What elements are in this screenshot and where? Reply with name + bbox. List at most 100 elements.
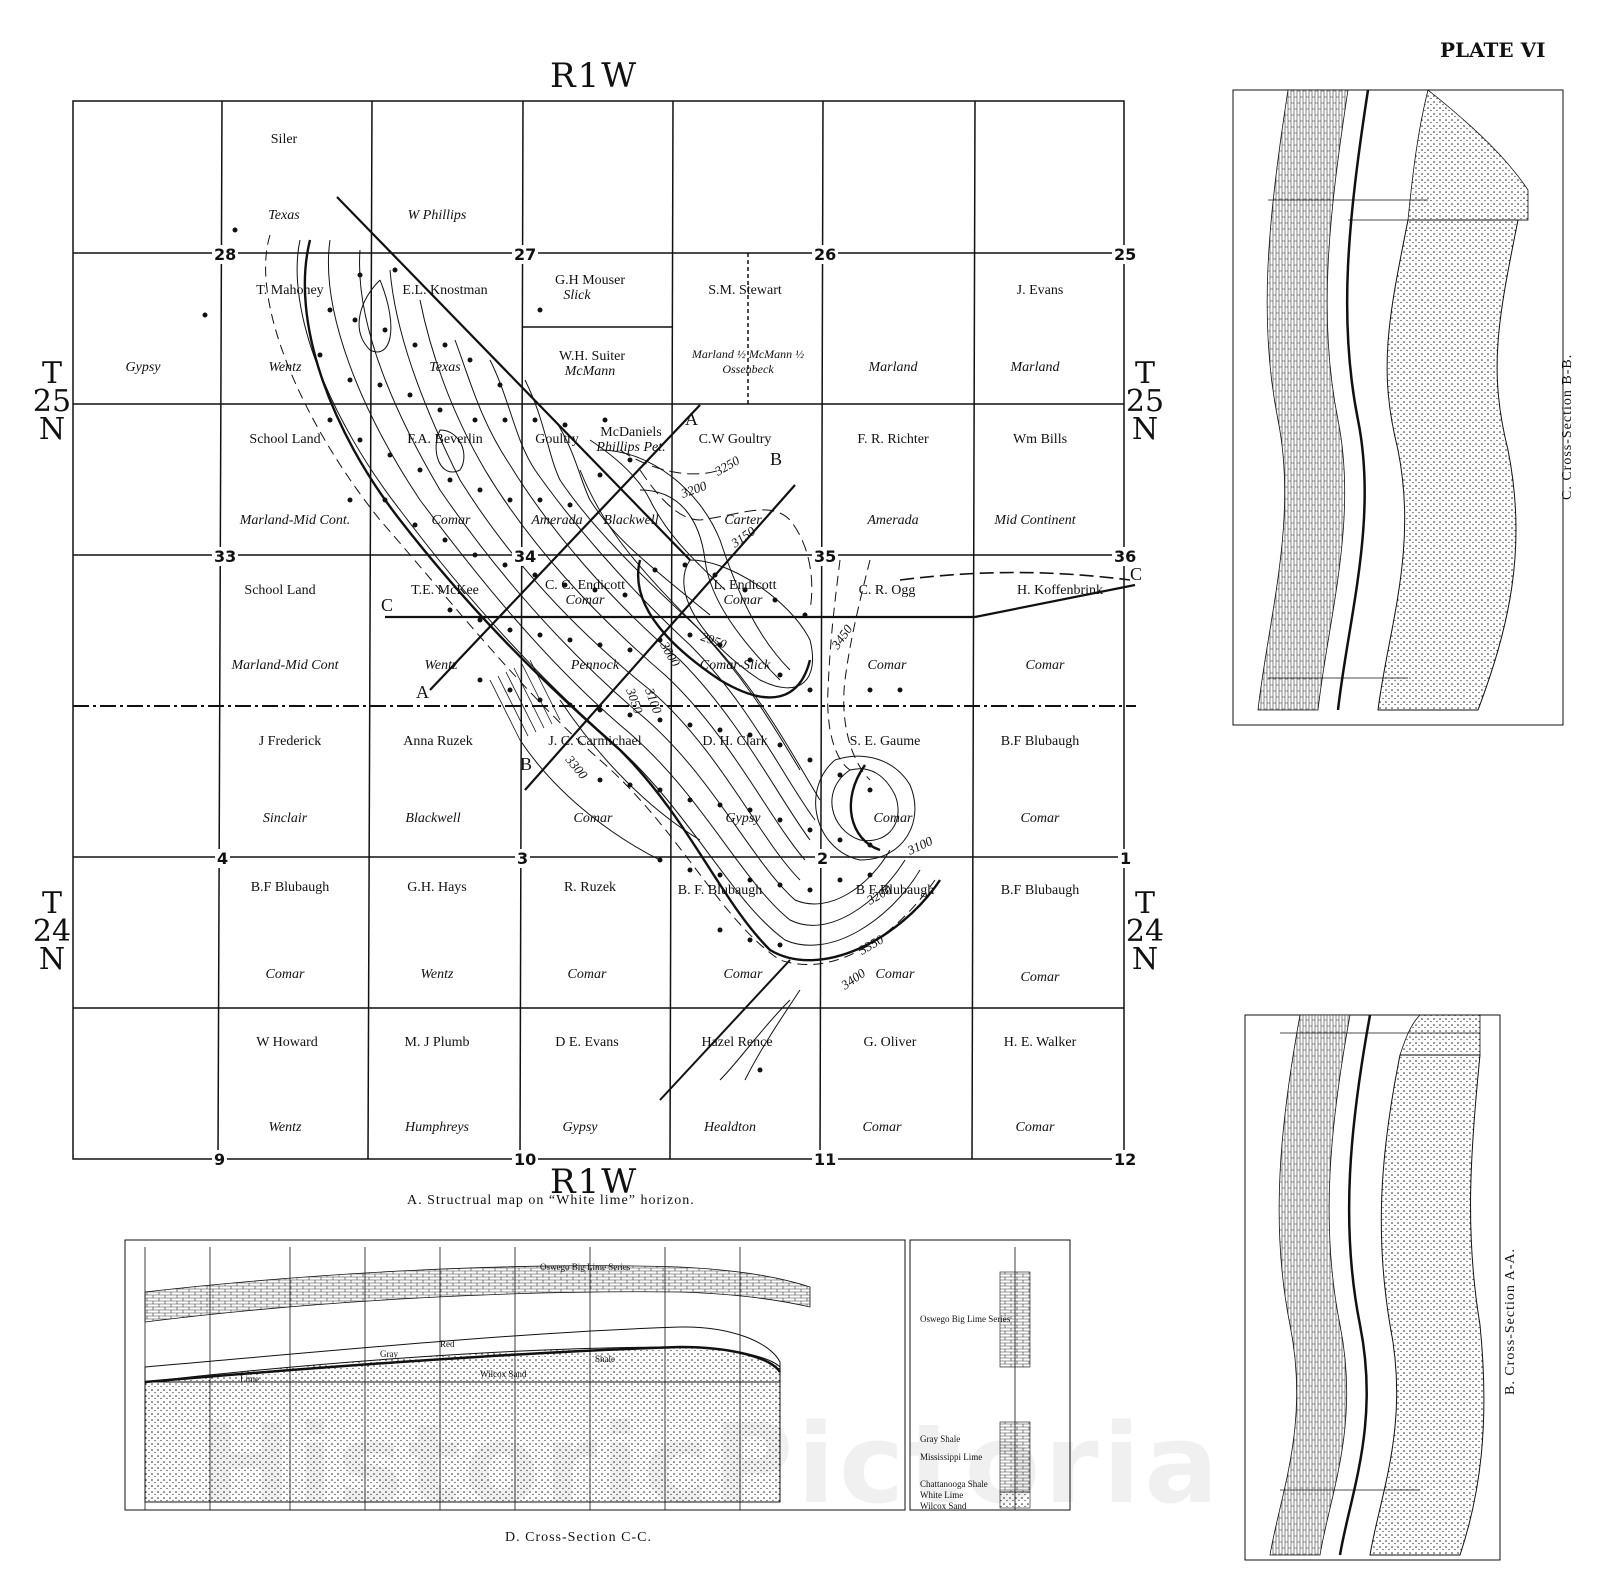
map-caption: A. Structrual map on “White lime” horizo…	[407, 1193, 695, 1208]
tract-owner: S. E. Gaume	[849, 734, 921, 749]
letter-b-south: B	[520, 754, 532, 774]
tract-lessee: Comar	[1020, 811, 1060, 826]
letter-b-north: B	[770, 449, 782, 469]
section-number: 28	[212, 245, 239, 264]
tract-lessee: Humphreys	[404, 1120, 470, 1135]
tract-lessee: Healdton	[703, 1120, 757, 1135]
section-number: 1	[1118, 849, 1134, 868]
tract-owner: C. R. Ogg	[858, 583, 916, 598]
section-number: 35	[812, 547, 839, 566]
fault-line-southeast	[659, 959, 791, 1101]
contour-label: 3250	[711, 452, 742, 479]
tract-lessee: Blackwell	[603, 513, 659, 528]
section-number: 27	[512, 245, 539, 264]
tract-owner: B.F Blubaugh	[1000, 883, 1080, 898]
tract-owner: M. J Plumb	[404, 1035, 470, 1050]
contour-label: 3050	[623, 685, 647, 716]
tract-lessee: Amerada	[531, 513, 583, 528]
letter-a-south: A	[416, 682, 429, 702]
label-shale: Shale	[595, 1354, 615, 1364]
section-number: 3	[515, 849, 531, 868]
tract-owner: H. Koffenbrink	[1016, 583, 1104, 598]
tract-lessee: Wentz	[268, 360, 302, 375]
contour-label: 3200	[678, 478, 709, 502]
tract-owner: T. Mahoney	[256, 283, 324, 298]
cross-section-bb	[1232, 89, 1564, 726]
tract-lessee: Sinclair	[262, 811, 308, 826]
section-grid	[72, 100, 1125, 1160]
contour-label: 3300	[562, 752, 591, 783]
plate-label: PLATE VI	[1440, 38, 1546, 62]
tract-lessee: Wentz	[420, 967, 454, 982]
label-gray-shale: Gray Shale	[920, 1434, 960, 1444]
tract-lessee: Gypsy	[725, 811, 761, 826]
section-number: 2	[815, 849, 831, 868]
tract-owner: S.M. Stewart	[708, 283, 782, 298]
tract-lessee: Comar	[265, 967, 305, 982]
letter-c-east: C	[1130, 564, 1142, 584]
watermark: HistoricPictoria	[200, 1400, 1223, 1528]
tract-lessee: Comar	[875, 967, 915, 982]
tract-owner: D. H. Clark	[702, 734, 768, 749]
label-mississippi-lime: Mississippi Lime	[920, 1452, 982, 1462]
tract-owner: G.H. Hays	[407, 880, 467, 895]
tract-owner: F. R. Richter	[857, 432, 929, 447]
label-gray: Gray	[380, 1349, 398, 1359]
contour-label: 3100	[642, 685, 666, 716]
tract-lessee: Comar-Slick	[699, 658, 771, 673]
label-red: Red	[440, 1339, 455, 1349]
tract-lessee: Comar	[723, 593, 763, 608]
tract-owner: W.H. Suiter	[559, 349, 625, 364]
tract-lessee: Comar	[867, 658, 907, 673]
tract-lessee: W Phillips	[407, 208, 467, 223]
range-label-top: R1W	[550, 56, 639, 96]
tract-lessee: Wentz	[424, 658, 458, 673]
tract-owner: B. F. Blubaugh	[677, 883, 763, 898]
section-number: 11	[812, 1150, 839, 1169]
tract-lessee: Texas	[429, 360, 461, 375]
cross-section-bb-caption: C. Cross-Section B-B.	[1560, 353, 1575, 500]
label-oswego: Oswego Big Lime Series	[540, 1262, 631, 1272]
section-number: 12	[1112, 1150, 1139, 1169]
tract-lessee: Comar	[565, 593, 605, 608]
label-lime: Lime	[240, 1374, 259, 1384]
tract-owner: Anna Ruzek	[403, 734, 473, 749]
tract-owner: Goultry	[535, 432, 579, 447]
tract-owner: B.F Blubaugh	[250, 880, 330, 895]
tract-lessee: Gypsy	[125, 360, 161, 375]
tract-lessee: Comar	[862, 1120, 902, 1135]
tract-lessee: Comar	[573, 811, 613, 826]
section-number: 9	[212, 1150, 228, 1169]
tract-lessee: Slick	[563, 288, 591, 303]
tract-owner: J Frederick	[258, 734, 322, 749]
tract-lessee: Comar	[1020, 970, 1060, 985]
tract-owner: Hazel Rence	[701, 1035, 773, 1050]
tract-owner: E.L. Knostman	[402, 283, 488, 298]
tract-lessee: Comar	[1025, 658, 1065, 673]
tract-lessee: Marland-Mid Cont	[231, 658, 339, 673]
tract-owner: G. Oliver	[863, 1035, 917, 1050]
section-line-letters: A A B B C C	[381, 409, 1142, 774]
tract-lessee: Marland	[868, 360, 918, 375]
tract-lessee: Gypsy	[562, 1120, 598, 1135]
contour-label: 3450	[828, 621, 856, 652]
tract-lessee: Texas	[268, 208, 300, 223]
tract-lessee: Comar	[873, 811, 913, 826]
letter-a-north: A	[685, 409, 698, 429]
tract-lessee: Comar	[431, 513, 471, 528]
label-oswego-col: Oswego Big Lime Series	[920, 1314, 1011, 1324]
structure-contours	[265, 234, 1131, 1081]
tract-owner: School Land	[249, 432, 321, 447]
tract-lessee: Comar	[723, 967, 763, 982]
tract-owner: H. E. Walker	[1003, 1035, 1077, 1050]
section-number: 34	[512, 547, 539, 566]
tract-owner: Wm Bills	[1012, 432, 1068, 447]
cross-section-cc-caption: D. Cross-Section C-C.	[505, 1530, 652, 1545]
section-number: 10	[512, 1150, 539, 1169]
tract-owner: F.A. Beverlin	[407, 432, 483, 447]
label-wilcox: Wilcox Sand	[920, 1501, 967, 1511]
tract-lessee: Phillips Pet.	[596, 440, 666, 455]
